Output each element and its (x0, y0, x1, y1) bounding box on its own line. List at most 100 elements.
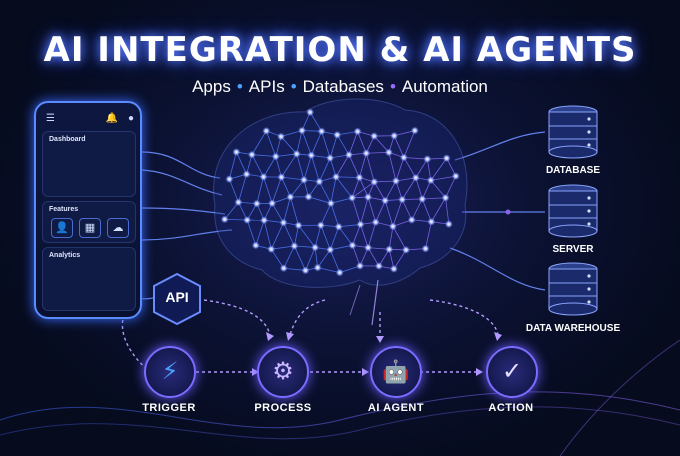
neural-node (326, 154, 335, 163)
neural-node (247, 150, 256, 159)
check-icon[interactable]: ✓ (486, 346, 538, 398)
neural-node (252, 199, 261, 208)
cloud-icon[interactable]: ☁ (107, 218, 129, 238)
neural-node (326, 199, 335, 208)
analytics-card: Analytics (42, 247, 136, 311)
neural-node (426, 176, 435, 185)
neural-link (395, 157, 405, 182)
neural-link (265, 130, 277, 157)
neural-node (259, 172, 268, 181)
neural-link (283, 245, 295, 269)
neural-link (421, 198, 432, 222)
neural-node (384, 148, 393, 157)
neural-node (326, 245, 335, 254)
neural-node (444, 220, 453, 229)
neural-node (389, 264, 398, 273)
neural-node (388, 222, 397, 231)
neural-link (392, 199, 403, 227)
neural-link (271, 177, 282, 204)
neural-node (370, 177, 379, 186)
neural-node (364, 193, 373, 202)
analytics-title: Analytics (49, 252, 81, 259)
neural-node (298, 126, 307, 135)
user-icon[interactable]: ● (127, 113, 134, 124)
subtitle-item-apps: Apps (192, 77, 231, 96)
step-label-process: PROCESS (254, 402, 312, 414)
data-warehouse-icon (548, 262, 598, 316)
neural-node (311, 243, 320, 252)
neural-node (423, 155, 432, 164)
neural-link (320, 225, 331, 250)
neural-node (268, 199, 277, 208)
neural-node (292, 149, 301, 158)
neural-node (348, 241, 357, 250)
features-card: Features 👤 ▦ ☁ (42, 201, 136, 243)
neural-link (329, 226, 340, 250)
neural-link (401, 177, 417, 200)
neural-node (421, 244, 430, 253)
neural-link (305, 247, 316, 271)
neural-node (374, 262, 383, 271)
neural-node (371, 218, 380, 227)
subtitle-item-automation: Automation (401, 77, 488, 96)
neural-node (306, 108, 315, 117)
neural-node (277, 173, 286, 182)
neural-link (329, 134, 338, 159)
neural-link (330, 176, 337, 204)
storage-label-data-warehouse: DATA WAREHOUSE (525, 323, 621, 334)
grid-icon[interactable]: ▦ (79, 218, 101, 238)
neural-link (335, 154, 350, 178)
menu-icon[interactable]: ☰ (46, 113, 55, 124)
neural-link (430, 157, 447, 181)
neural-link (335, 176, 353, 199)
lightning-icon[interactable]: ⚡ (144, 346, 196, 398)
neural-node (332, 172, 341, 181)
neural-link (360, 196, 369, 225)
neural-link (228, 151, 237, 180)
subtitle-item-apis: APIs (248, 77, 285, 96)
neural-link (301, 130, 312, 156)
neural-link (238, 174, 247, 203)
neural-node (441, 193, 450, 202)
neural-node (362, 149, 371, 158)
neural-node (242, 170, 251, 179)
gear-icon[interactable]: ⚙ (257, 346, 309, 398)
neural-node (225, 175, 234, 184)
dashboard-title: Dashboard (49, 136, 86, 143)
neural-link (303, 155, 312, 181)
user-icon[interactable]: 👤 (51, 218, 73, 238)
neural-link (321, 131, 331, 159)
neural-link (255, 220, 265, 246)
neural-node (290, 241, 299, 250)
neural-link (310, 155, 320, 182)
neural-node (234, 198, 243, 207)
neural-link (388, 152, 397, 182)
neural-node (260, 216, 269, 225)
neural-node (316, 221, 325, 230)
neural-node (299, 175, 308, 184)
neural-link (430, 197, 446, 222)
neural-node (243, 216, 252, 225)
neural-node (407, 215, 416, 224)
neural-link (256, 176, 264, 204)
bullet-dot: • (389, 77, 396, 96)
neural-link (348, 131, 358, 155)
neural-link (251, 130, 267, 155)
neural-link (365, 153, 375, 183)
neural-node (251, 241, 260, 250)
neural-node (271, 152, 280, 161)
neural-node (277, 132, 286, 141)
step-label-trigger: TRIGGER (142, 402, 196, 414)
neural-link (367, 222, 377, 248)
neural-node (333, 130, 342, 139)
neural-link (392, 226, 407, 251)
neural-node (390, 131, 399, 140)
bell-icon[interactable]: 🔔 (105, 113, 118, 124)
neural-node (355, 173, 364, 182)
neural-link (251, 154, 264, 178)
neural-link (360, 224, 369, 248)
robot-icon[interactable]: 🤖 (370, 346, 422, 398)
neural-node (232, 148, 241, 157)
